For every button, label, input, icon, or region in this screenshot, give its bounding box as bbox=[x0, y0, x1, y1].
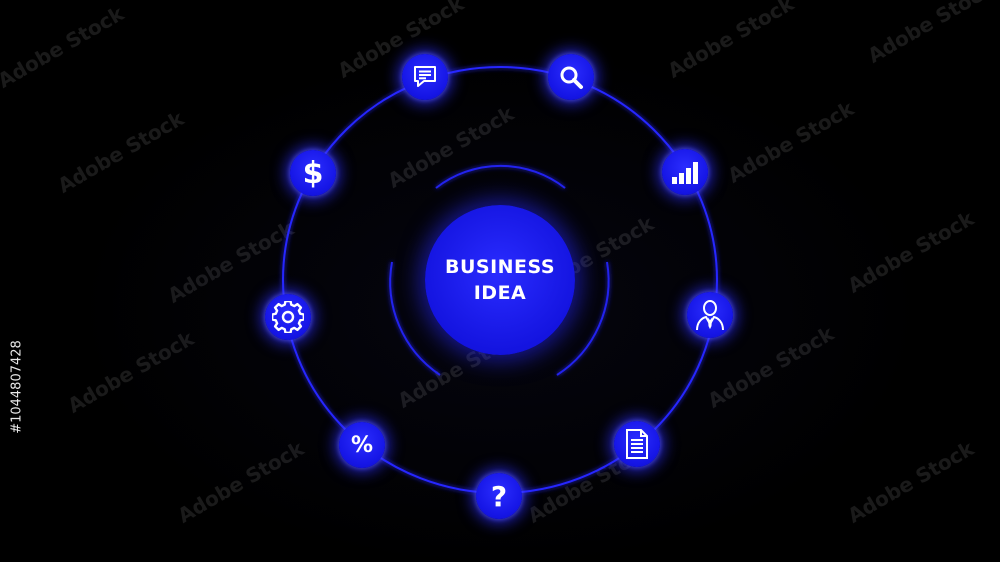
question-icon: ? bbox=[490, 479, 508, 513]
bar-chart-node bbox=[662, 149, 708, 195]
search-icon bbox=[558, 64, 584, 90]
stock-id-label: #1044807428 bbox=[9, 312, 25, 462]
gear-icon bbox=[272, 301, 304, 333]
inner-arc-top bbox=[435, 164, 566, 189]
gear-node bbox=[265, 294, 311, 340]
document-node bbox=[614, 421, 660, 467]
percent-icon: % bbox=[350, 432, 374, 458]
center-title-line1: BUSINESS bbox=[444, 256, 556, 278]
bar-chart-icon bbox=[670, 159, 700, 185]
business-idea-hub: BUSINESS IDEA bbox=[425, 205, 575, 355]
search-node bbox=[548, 54, 594, 100]
inner-arc-left bbox=[389, 261, 441, 376]
center-title-line2: IDEA bbox=[473, 282, 527, 304]
stock-id-text: #1044807428 bbox=[9, 340, 25, 434]
percent-node: % bbox=[339, 422, 385, 468]
dollar-icon: $ bbox=[302, 155, 324, 191]
businessman-icon bbox=[693, 298, 727, 332]
chat-node bbox=[402, 54, 448, 100]
inner-arc-right bbox=[556, 261, 610, 376]
document-icon bbox=[625, 428, 649, 460]
dollar-node: $ bbox=[290, 150, 336, 196]
chat-icon bbox=[412, 65, 438, 89]
question-node: ? bbox=[476, 473, 522, 519]
businessman-node bbox=[687, 292, 733, 338]
